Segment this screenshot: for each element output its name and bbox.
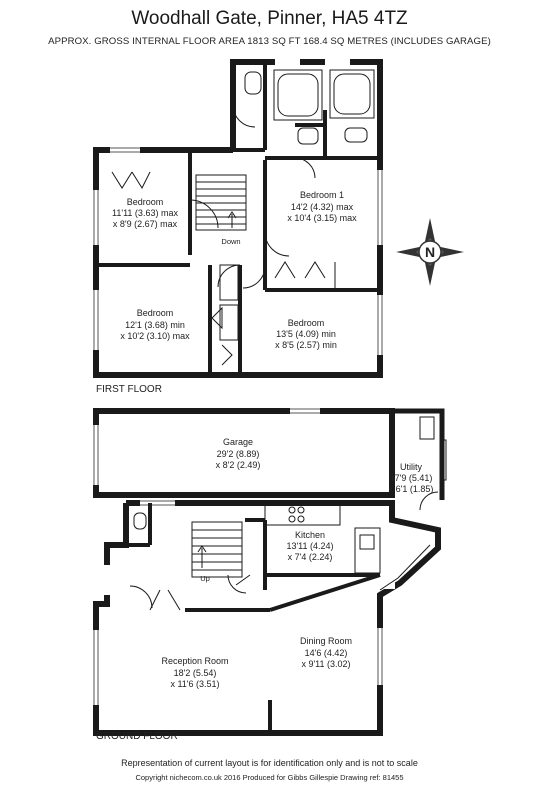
- room-dim-bedroom-b-1: 12'1 (3.68) min: [125, 320, 185, 330]
- room-dim-garage-1: 29'2 (8.89): [217, 449, 260, 459]
- room-dim-bedroom-a-1: 11'11 (3.63) max: [112, 208, 178, 218]
- room-dim-garage-2: x 8'2 (2.49): [216, 460, 261, 470]
- room-label-bedroom-b: Bedroom: [137, 308, 174, 318]
- floor-area-subtitle: APPROX. GROSS INTERNAL FLOOR AREA 1813 S…: [48, 36, 491, 47]
- disclaimer-text: Representation of current layout is for …: [121, 758, 418, 768]
- room-label-kitchen: Kitchen: [295, 530, 325, 540]
- page-title: Woodhall Gate, Pinner, HA5 4TZ: [131, 8, 408, 29]
- ground-floor-plan: [92, 407, 447, 736]
- first-floor-label: FIRST FLOOR: [96, 384, 162, 395]
- ground-floor-label: GROUND FLOOR: [96, 731, 178, 742]
- room-dim-utility-1: 17'9 (5.41): [390, 473, 433, 483]
- compass-rose-icon: N: [396, 218, 464, 286]
- room-label-garage: Garage: [223, 437, 253, 447]
- room-dim-bedroom-1-1: 14'2 (4.32) max: [291, 202, 354, 212]
- room-dim-dining-1: 14'6 (4.42): [305, 648, 348, 658]
- room-dim-utility-2: x 6'1 (1.85): [389, 484, 434, 494]
- room-dim-bedroom-c-1: 13'5 (4.09) min: [276, 329, 336, 339]
- copyright-text: Copyright nichecom.co.uk 2016 Produced f…: [135, 773, 404, 782]
- first-floor-plan: [92, 58, 384, 378]
- room-label-reception: Reception Room: [161, 656, 228, 666]
- room-label-bedroom-a: Bedroom: [127, 197, 164, 207]
- room-dim-bedroom-a-2: x 8'9 (2.67) max: [113, 219, 178, 229]
- room-dim-reception-1: 18'2 (5.54): [174, 668, 217, 678]
- room-label-bedroom-1: Bedroom 1: [300, 190, 344, 200]
- compass-north-label: N: [425, 244, 435, 260]
- room-label-dining: Dining Room: [300, 636, 352, 646]
- room-dim-bedroom-c-2: x 8'5 (2.57) min: [275, 340, 337, 350]
- room-label-bedroom-c: Bedroom: [288, 318, 325, 328]
- stairs-down-label: Down: [221, 237, 240, 246]
- room-dim-kitchen-1: 13'11 (4.24): [286, 541, 333, 551]
- room-label-utility: Utility: [400, 462, 422, 472]
- room-dim-reception-2: x 11'6 (3.51): [170, 679, 219, 689]
- room-dim-dining-2: x 9'11 (3.02): [301, 659, 350, 669]
- room-dim-kitchen-2: x 7'4 (2.24): [288, 552, 333, 562]
- stairs-up-label: Up: [200, 574, 210, 583]
- room-dim-bedroom-b-2: x 10'2 (3.10) max: [120, 331, 190, 341]
- room-dim-bedroom-1-2: x 10'4 (3.15) max: [287, 213, 357, 223]
